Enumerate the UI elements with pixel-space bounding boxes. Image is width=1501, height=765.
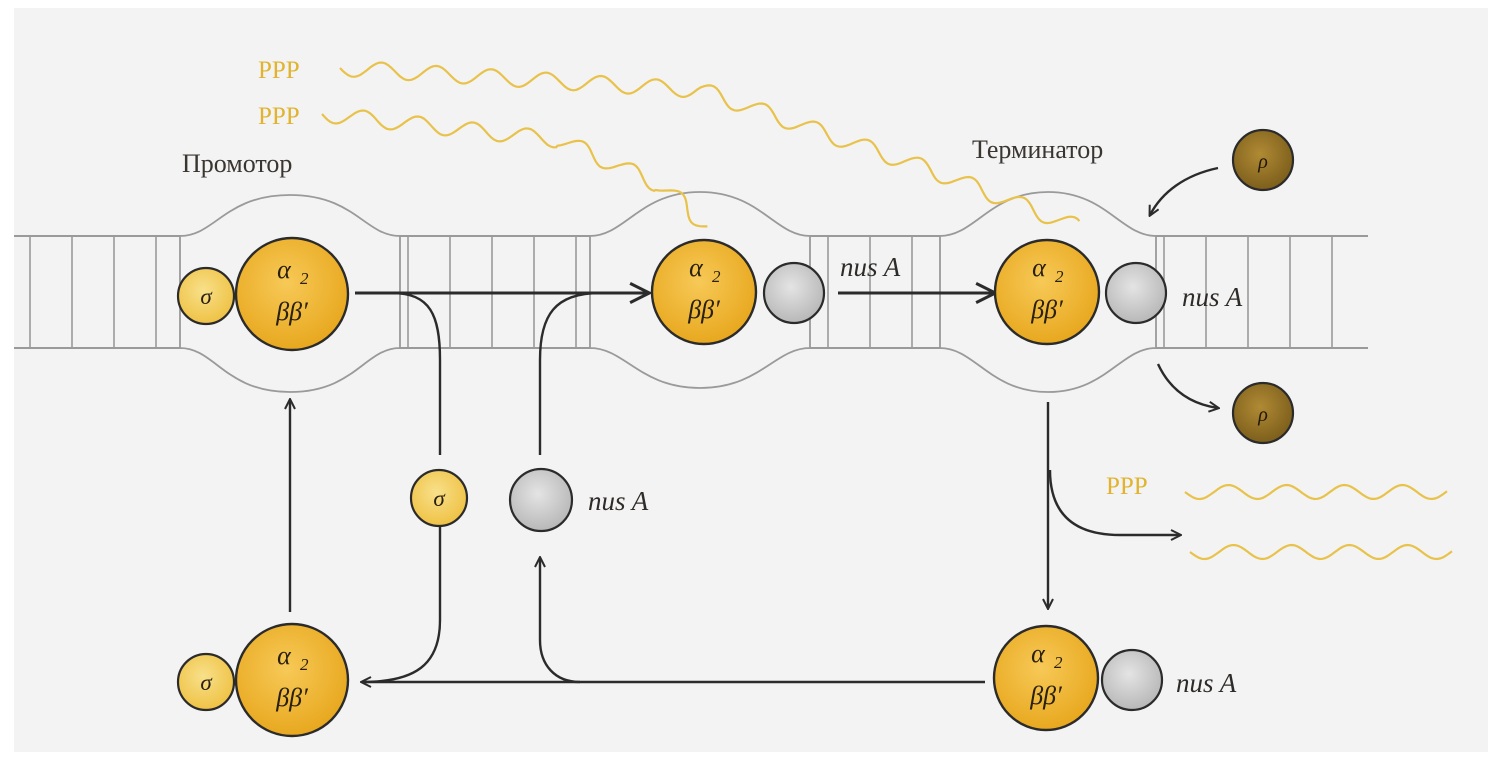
core-enzyme (234, 236, 350, 352)
svg-text:2: 2 (1054, 653, 1063, 672)
elongation-complex: α 2 ββ′ nus A (650, 238, 901, 346)
svg-text:ββ′: ββ′ (687, 295, 720, 324)
svg-text:σ: σ (200, 284, 213, 309)
terminator-label: Терминатор (972, 135, 1103, 164)
nus-a-label: nus A (840, 252, 901, 282)
svg-text:2: 2 (300, 269, 309, 288)
holoenzyme-promoter: σ α 2 ββ′ (176, 236, 350, 352)
nus-a-factor (762, 261, 826, 325)
svg-text:2: 2 (1055, 267, 1064, 286)
reassembled-holoenzyme: σ α 2 ββ′ (176, 622, 350, 738)
rna-transcripts (321, 61, 1453, 561)
released-core-enzyme: α 2 ββ′ nus A (992, 624, 1237, 732)
svg-text:α: α (277, 255, 292, 284)
svg-text:α: α (1031, 639, 1046, 668)
nus-a-label: nus A (588, 486, 649, 516)
svg-text:2: 2 (300, 655, 309, 674)
nus-a-label: nus A (1182, 282, 1243, 312)
sigma-factor (176, 266, 236, 326)
svg-text:ρ: ρ (1257, 404, 1268, 426)
svg-text:ββ′: ββ′ (275, 297, 308, 326)
ppp-label-released: PPP (1106, 473, 1148, 500)
nus-a-label: nus A (1176, 668, 1237, 698)
rho-factor-released: ρ (1231, 381, 1295, 445)
svg-text:α: α (689, 253, 704, 282)
background-panel (14, 8, 1488, 752)
promoter-label: Промотор (182, 149, 292, 178)
core-enzyme (650, 238, 758, 346)
terminator-complex: α 2 ββ′ nus A (993, 238, 1243, 346)
rho-factor-incoming: ρ (1231, 128, 1295, 192)
core-enzyme (993, 238, 1101, 346)
svg-text:ρ: ρ (1257, 151, 1268, 173)
svg-text:ββ′: ββ′ (275, 683, 308, 712)
svg-text:σ: σ (433, 486, 446, 511)
free-nus-a: nus A (508, 467, 649, 533)
svg-text:ββ′: ββ′ (1029, 681, 1062, 710)
pathway-arrows (290, 166, 1218, 682)
free-sigma: σ (409, 468, 469, 528)
ppp-label-2: PPP (258, 103, 300, 130)
svg-text:2: 2 (712, 267, 721, 286)
ppp-label-1: PPP (258, 57, 300, 84)
svg-text:α: α (277, 641, 292, 670)
svg-text:α: α (1032, 253, 1047, 282)
svg-text:σ: σ (200, 670, 213, 695)
svg-text:ββ′: ββ′ (1030, 295, 1063, 324)
nus-a-factor (1104, 261, 1168, 325)
